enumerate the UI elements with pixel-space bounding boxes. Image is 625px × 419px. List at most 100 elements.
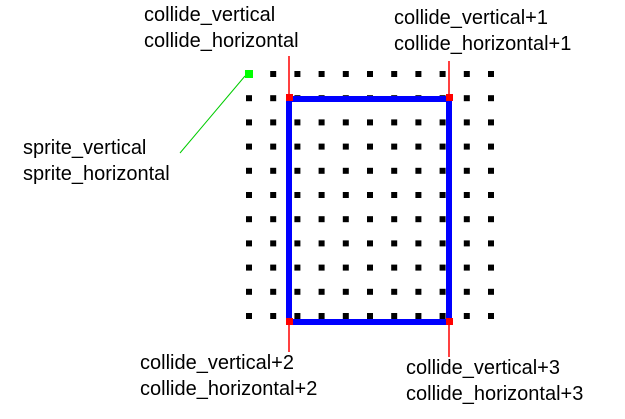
grid-dot <box>342 119 349 126</box>
grid-dot <box>367 313 373 319</box>
grid-dot <box>367 119 373 126</box>
grid-dot <box>246 313 252 319</box>
grid-dot <box>294 119 301 126</box>
grid-dot <box>367 167 373 174</box>
grid-dot <box>488 216 494 223</box>
grid-dot <box>342 71 349 77</box>
grid-dot <box>342 313 349 319</box>
grid-dot <box>463 95 470 102</box>
grid-dot <box>391 240 398 247</box>
grid-dot <box>318 288 325 295</box>
grid-dot <box>294 167 301 174</box>
grid-dot <box>488 240 494 247</box>
grid-dot <box>318 192 325 198</box>
grid-dot <box>488 119 494 126</box>
grid-dot <box>270 192 277 198</box>
grid-dot <box>367 71 373 77</box>
collide-point-top-right <box>446 94 453 101</box>
grid-dot <box>415 313 422 319</box>
grid-dot <box>415 216 422 223</box>
grid-dot <box>415 288 422 295</box>
grid-dot <box>270 167 277 174</box>
label-text: collide_vertical+1 <box>394 7 548 29</box>
grid-dot <box>415 192 422 198</box>
grid-dot <box>318 143 325 150</box>
grid-dot <box>439 313 446 319</box>
grid-dot <box>488 71 494 77</box>
grid-dot <box>270 143 277 150</box>
grid-dot <box>415 240 422 247</box>
grid-dot <box>463 264 470 271</box>
grid-dot <box>294 240 301 247</box>
label-text: collide_horizontal+2 <box>140 378 318 400</box>
grid-dot <box>294 71 301 77</box>
grid-dot <box>488 264 494 271</box>
label-text: collide_horizontal+3 <box>406 383 584 405</box>
grid-dot <box>367 240 373 247</box>
collide-corner-points <box>286 94 453 325</box>
label-text: collide_vertical <box>144 4 276 26</box>
grid-dot <box>439 192 446 198</box>
label-bottom-right: collide_vertical+3 collide_horizontal+3 <box>406 355 583 407</box>
grid-dot <box>391 264 398 271</box>
grid-dot <box>246 240 252 247</box>
grid-dot <box>391 119 398 126</box>
grid-dot <box>439 240 446 247</box>
grid-dot <box>246 264 252 271</box>
grid-dot <box>270 288 277 295</box>
grid-dot <box>342 143 349 150</box>
label-sprite: sprite_vertical sprite_horizontal <box>23 135 170 187</box>
grid-dot <box>246 167 252 174</box>
grid-dot <box>318 71 325 77</box>
grid-dot <box>391 143 398 150</box>
collision-rectangle <box>286 96 452 325</box>
grid-dot <box>415 71 422 77</box>
grid-dot <box>488 288 494 295</box>
sprite-leader-line <box>179 75 246 154</box>
grid-dot <box>488 143 494 150</box>
label-text: collide_vertical+2 <box>140 352 294 374</box>
label-top-left: collide_vertical collide_horizontal <box>144 2 299 54</box>
grid-dot <box>270 95 277 102</box>
grid-dot <box>367 143 373 150</box>
grid-dot <box>463 143 470 150</box>
grid-dot <box>391 192 398 198</box>
sprite-origin-point <box>245 70 253 78</box>
dot-grid <box>246 71 494 319</box>
grid-dot <box>342 264 349 271</box>
grid-dot <box>391 313 398 319</box>
grid-dot <box>246 192 252 198</box>
collide-point-bottom-left <box>286 318 293 325</box>
grid-dot <box>463 192 470 198</box>
grid-dot <box>246 288 252 295</box>
label-text: collide_horizontal+1 <box>394 33 572 55</box>
grid-dot <box>463 119 470 126</box>
grid-dot <box>270 313 277 319</box>
grid-dot <box>318 264 325 271</box>
grid-dot <box>367 192 373 198</box>
grid-dot <box>342 216 349 223</box>
grid-dot <box>488 192 494 198</box>
grid-dot <box>463 313 470 319</box>
grid-dot <box>367 216 373 223</box>
grid-dot <box>246 95 252 102</box>
grid-dot <box>391 167 398 174</box>
grid-dot <box>488 167 494 174</box>
grid-dot <box>270 240 277 247</box>
grid-dot <box>246 143 252 150</box>
grid-dot <box>415 143 422 150</box>
grid-dot <box>318 119 325 126</box>
grid-dot <box>294 264 301 271</box>
label-bottom-left: collide_vertical+2 collide_horizontal+2 <box>140 350 317 402</box>
grid-dot <box>342 240 349 247</box>
grid-dot <box>415 264 422 271</box>
grid-dot <box>391 288 398 295</box>
grid-dot <box>270 264 277 271</box>
grid-dot <box>391 71 398 77</box>
grid-dot <box>439 167 446 174</box>
grid-dot <box>294 216 301 223</box>
grid-dot <box>270 71 277 77</box>
grid-dot <box>294 313 301 319</box>
grid-dot <box>318 167 325 174</box>
grid-dot <box>294 288 301 295</box>
